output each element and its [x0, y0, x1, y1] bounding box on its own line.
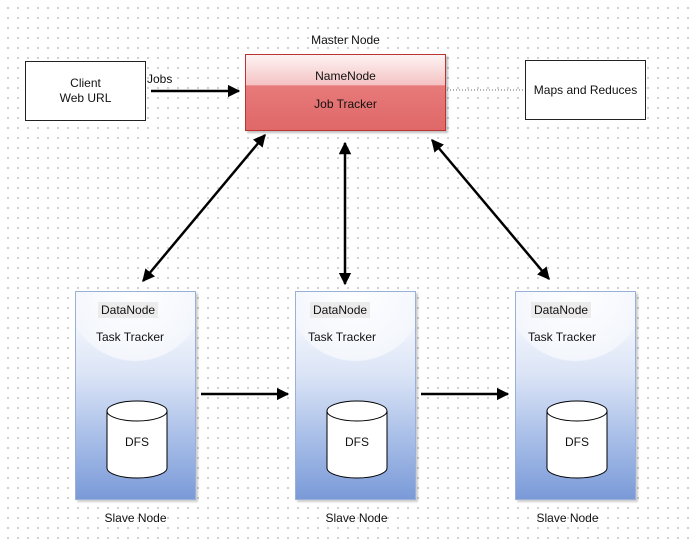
- dfs-cylinder-icon: [106, 400, 168, 479]
- master-slave3-arrow: [431, 139, 550, 280]
- client-box[interactable]: Client Web URL: [25, 61, 146, 121]
- client-label: Client: [70, 76, 101, 90]
- namenode-label: NameNode: [315, 69, 376, 83]
- dfs-cylinder-icon: [326, 400, 388, 479]
- slave-node-caption: Slave Node: [104, 511, 167, 525]
- task-tracker-label: Task Tracker: [308, 330, 377, 344]
- task-tracker-label: Task Tracker: [96, 330, 165, 344]
- datanode-label: DataNode: [310, 302, 371, 318]
- jobs-edge-label: Jobs: [147, 72, 173, 86]
- dfs-label: DFS: [125, 435, 149, 449]
- slave-node-2[interactable]: DataNode Task Tracker DFS: [295, 291, 416, 500]
- dfs-label: DFS: [345, 435, 369, 449]
- maps-reduces-label: Maps and Reduces: [533, 82, 638, 97]
- master-slave1-arrow: [142, 134, 266, 282]
- datanode-label: DataNode: [531, 302, 592, 318]
- slave-node-caption: Slave Node: [536, 511, 599, 525]
- web-url-label: Web URL: [59, 91, 112, 105]
- master-node[interactable]: NameNode Job Tracker: [245, 54, 446, 131]
- slave-node-caption: Slave Node: [325, 511, 388, 525]
- datanode-label: DataNode: [98, 302, 159, 318]
- dfs-cylinder-icon: [546, 400, 608, 479]
- master-node-title: Master Node: [311, 33, 380, 47]
- maps-reduces-box[interactable]: Maps and Reduces: [525, 60, 646, 120]
- dfs-label: DFS: [565, 435, 589, 449]
- slave-node-3[interactable]: DataNode Task Tracker DFS: [515, 291, 636, 500]
- job-tracker-label: Job Tracker: [314, 97, 377, 111]
- slave-node-1[interactable]: DataNode Task Tracker DFS: [75, 291, 196, 500]
- task-tracker-label: Task Tracker: [528, 330, 597, 344]
